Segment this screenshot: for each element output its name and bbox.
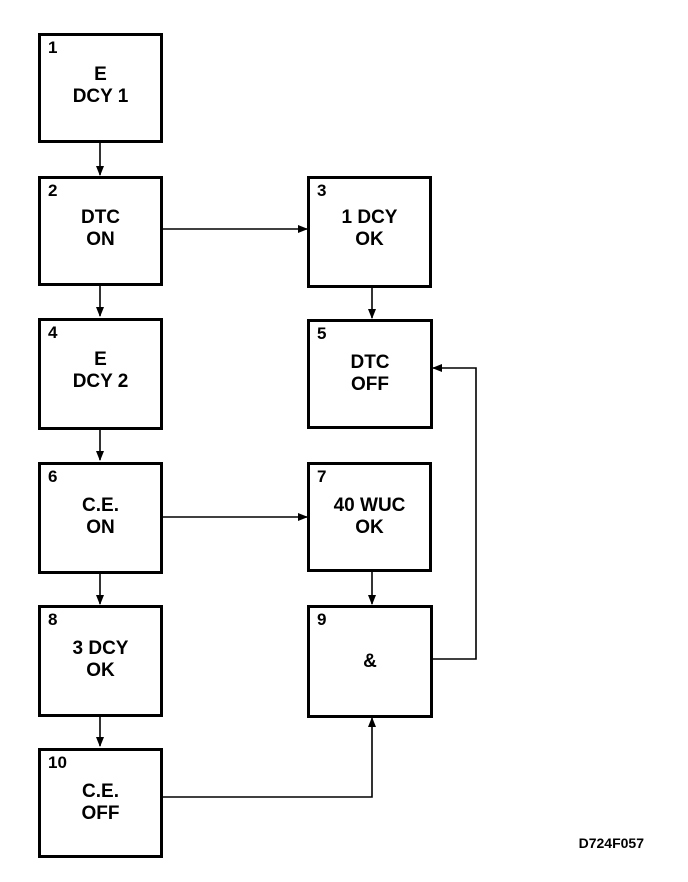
- box-label: C.E. OFF: [41, 781, 160, 825]
- box-label: C.E. ON: [41, 495, 160, 539]
- box-label-line: C.E.: [82, 495, 119, 516]
- box-label-line: OK: [355, 517, 384, 538]
- box-label-line: DTC: [80, 207, 121, 228]
- box-label: DTC ON: [41, 207, 160, 251]
- box-label-line: E: [94, 349, 107, 370]
- box-label: 3 DCY OK: [41, 638, 160, 682]
- box-9: 9 &: [307, 605, 433, 718]
- box-label-line: ON: [86, 229, 115, 250]
- box-3: 3 1 DCY OK: [307, 176, 432, 288]
- box-1: 1 E DCY 1: [38, 33, 163, 143]
- box-4: 4 E DCY 2: [38, 318, 163, 430]
- box-number: 2: [48, 181, 58, 200]
- box-10: 10 C.E. OFF: [38, 748, 163, 858]
- box-number: 9: [317, 610, 327, 629]
- box-number: 5: [317, 324, 327, 343]
- box-number: 7: [317, 467, 327, 486]
- box-label: 40 WUC OK: [310, 495, 429, 539]
- box-6: 6 C.E. ON: [38, 462, 163, 574]
- box-label-line: OFF: [351, 374, 389, 395]
- box-label-line: DTC: [350, 352, 390, 373]
- box-label: &: [310, 651, 430, 673]
- box-label: 1 DCY OK: [310, 207, 429, 251]
- box-label-line: DCY 1: [72, 86, 129, 107]
- box-2: 2 DTC ON: [38, 176, 163, 286]
- box-number: 8: [48, 610, 58, 629]
- box-7: 7 40 WUC OK: [307, 462, 432, 572]
- box-label-line: OFF: [81, 803, 120, 824]
- box-label-line: DCY 2: [72, 371, 129, 392]
- box-number: 1: [48, 38, 58, 57]
- box-label: DTC OFF: [310, 352, 430, 396]
- box-label-line: 1 DCY: [341, 207, 398, 228]
- box-number: 4: [48, 323, 58, 342]
- arrow-10-to-9: [162, 717, 376, 798]
- box-label-line: 3 DCY: [72, 638, 129, 659]
- box-label-line: &: [363, 651, 377, 672]
- figure-id: D724F057: [578, 835, 644, 851]
- box-label-line: ON: [86, 517, 115, 538]
- box-label-line: OK: [86, 660, 115, 681]
- box-8: 8 3 DCY OK: [38, 605, 163, 717]
- box-label-line: 40 WUC: [333, 495, 406, 516]
- box-number: 3: [317, 181, 327, 200]
- box-label-line: C.E.: [82, 781, 119, 802]
- box-5: 5 DTC OFF: [307, 319, 433, 429]
- box-number: 6: [48, 467, 58, 486]
- box-number: 10: [48, 753, 67, 772]
- box-label-line: OK: [355, 229, 384, 250]
- arrow-9-to-5: [432, 364, 477, 660]
- box-label: E DCY 2: [41, 349, 160, 393]
- box-label-line: E: [94, 64, 107, 85]
- box-label: E DCY 1: [41, 64, 160, 108]
